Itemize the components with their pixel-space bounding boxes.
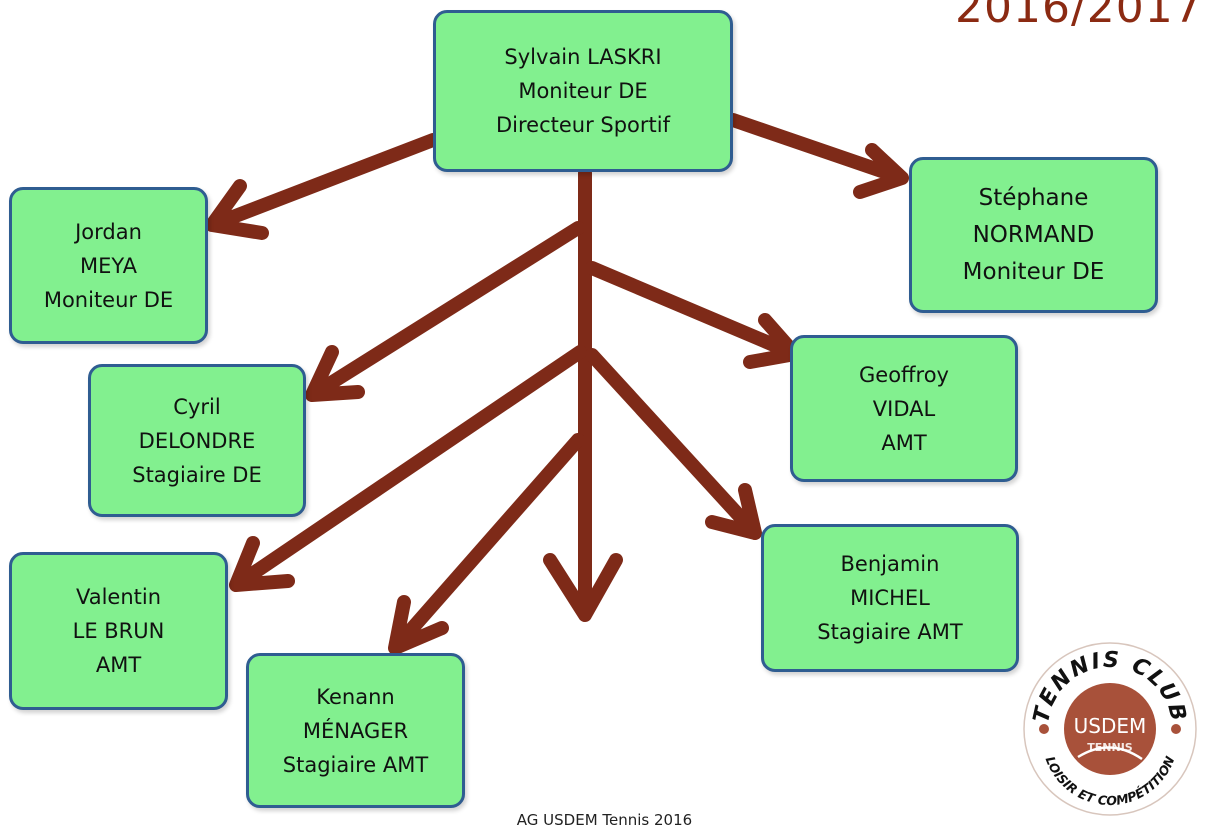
arrow-to-valentin: [229, 345, 587, 592]
node-stephane-last: NORMAND: [972, 221, 1095, 248]
node-cyril-role: Stagiaire DE: [132, 462, 262, 487]
tennis-club-seal-icon: TENNIS CLUB LOISIR ET COMPÉTITION USDEM …: [1023, 642, 1197, 816]
node-kenann-role: Stagiaire AMT: [282, 752, 429, 777]
node-kenann-first: Kenann: [316, 684, 395, 709]
node-benjamin-last: MICHEL: [850, 586, 930, 610]
node-director-title: Directeur Sportif: [495, 113, 671, 137]
arrow-to-cyril: [305, 221, 585, 402]
logo-ball-curve: [1077, 746, 1143, 761]
arrow-to-benjamin: [585, 348, 762, 540]
arrow-to-stephane: [726, 113, 909, 199]
node-benjamin-role: Stagiaire AMT: [817, 620, 963, 644]
node-kenann-last: MÉNAGER: [302, 718, 409, 743]
node-jordan-role: Moniteur DE: [43, 287, 174, 312]
node-stephane-first: Stéphane: [978, 184, 1089, 211]
node-stephane: Stéphane NORMAND Moniteur DE: [909, 157, 1158, 313]
node-geoffroy-first: Geoffroy: [859, 362, 949, 387]
node-cyril-last: DELONDRE: [138, 428, 256, 453]
node-stephane-role: Moniteur DE: [962, 258, 1105, 285]
node-valentin: Valentin LE BRUN AMT: [9, 552, 228, 710]
node-valentin-last: LE BRUN: [72, 619, 165, 643]
node-benjamin-first: Benjamin: [840, 552, 940, 576]
node-jordan-first: Jordan: [75, 219, 142, 244]
node-jordan: Jordan MEYA Moniteur DE: [9, 187, 208, 344]
node-cyril: Cyril DELONDRE Stagiaire DE: [88, 364, 306, 517]
node-geoffroy: Geoffroy VIDAL AMT: [790, 335, 1018, 482]
node-director-role: Moniteur DE: [518, 79, 648, 103]
node-cyril-first: Cyril: [173, 394, 221, 419]
footer-caption: AG USDEM Tennis 2016: [516, 811, 693, 829]
node-valentin-first: Valentin: [75, 585, 162, 609]
arrow-to-jordan: [205, 133, 440, 240]
node-director-name: Sylvain LASKRI: [504, 45, 662, 69]
arrow-trunk: [543, 166, 623, 622]
arrow-to-kenann: [388, 433, 585, 655]
node-benjamin: Benjamin MICHEL Stagiaire AMT: [761, 524, 1019, 672]
node-valentin-role: AMT: [95, 653, 142, 677]
logo-center-text: USDEM: [1074, 714, 1147, 738]
node-jordan-last: MEYA: [80, 253, 137, 278]
node-director: Sylvain LASKRI Moniteur DE Directeur Spo…: [433, 10, 733, 172]
node-geoffroy-last: VIDAL: [872, 396, 936, 421]
arrow-to-geoffroy: [585, 261, 802, 369]
season-title: 2016/2017: [955, 0, 1203, 33]
node-kenann: Kenann MÉNAGER Stagiaire AMT: [246, 653, 465, 808]
node-geoffroy-role: AMT: [881, 430, 927, 455]
